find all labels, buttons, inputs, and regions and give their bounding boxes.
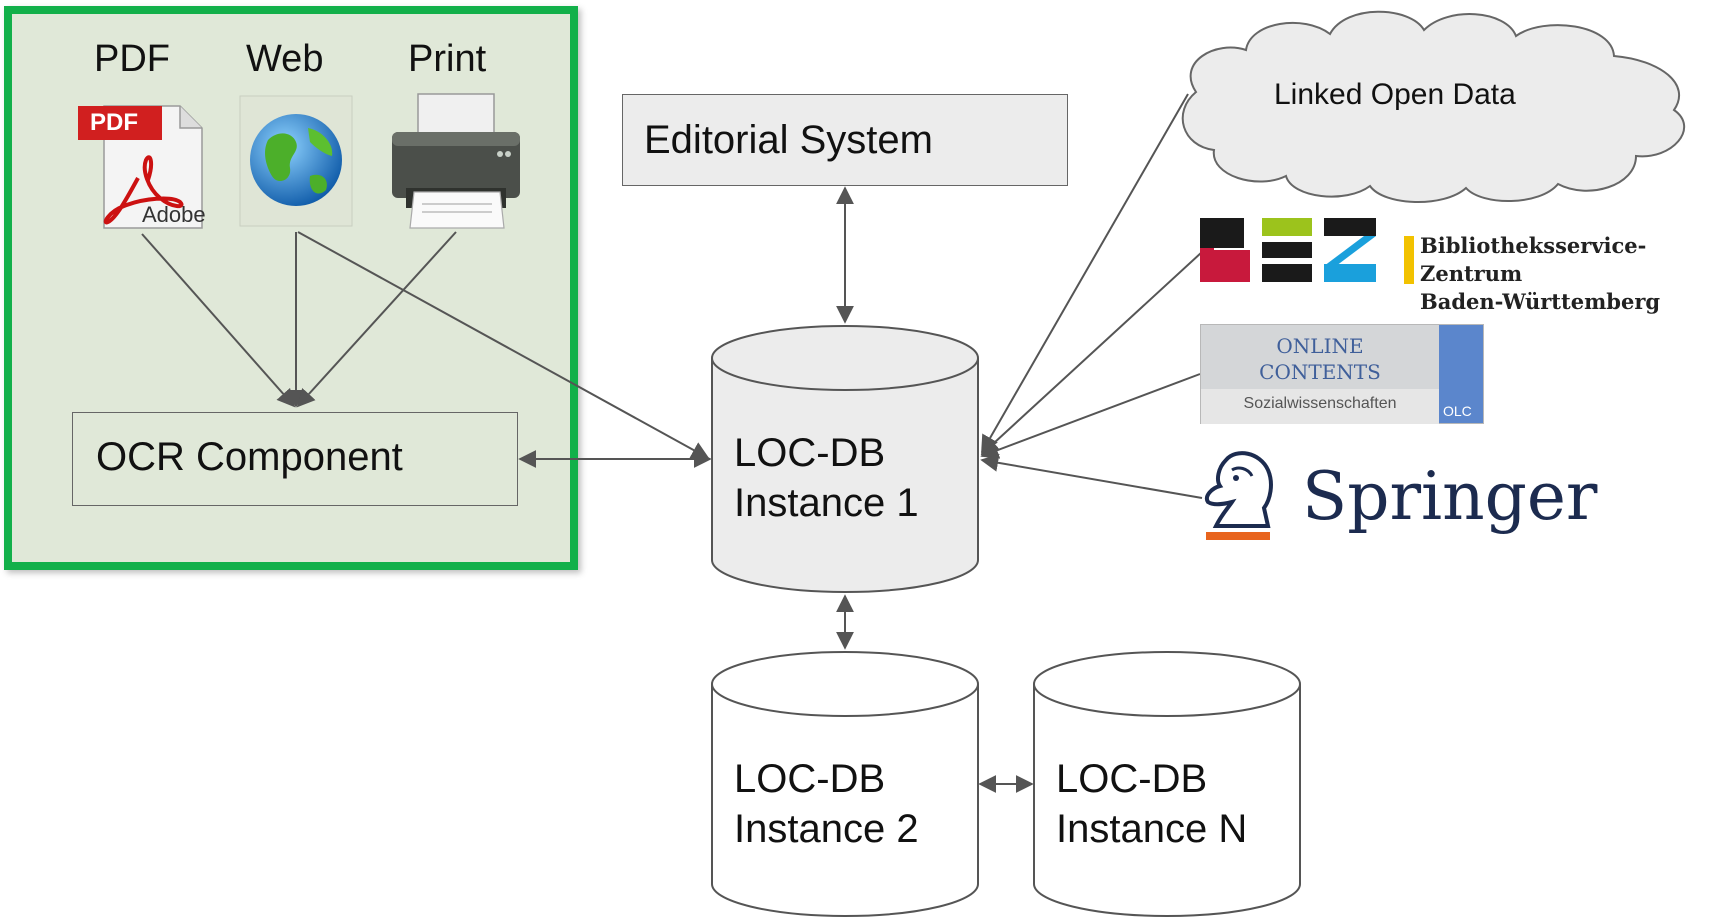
pdf-label: PDF — [94, 38, 170, 80]
globe-icon — [238, 94, 354, 228]
ocr-component-box — [72, 412, 518, 506]
springer-to-db1-arrow — [980, 453, 1203, 499]
bsz-divider — [1404, 236, 1414, 284]
olc-subtitle-band — [1201, 389, 1439, 424]
db-instance-1-label: LOC-DB Instance 1 — [734, 428, 919, 528]
bsz-name-line1: Bibliotheksservice-Zentrum — [1420, 233, 1647, 286]
lod-to-db1-arrow — [981, 93, 1189, 454]
db-instance-2-line1: LOC-DB — [734, 757, 886, 801]
olc-to-db1-arrow — [980, 373, 1201, 459]
printer-icon — [388, 92, 526, 232]
bsz-name-line2: Baden-Württemberg — [1420, 289, 1661, 314]
bsz-to-db1-arrow — [980, 251, 1203, 456]
editorial-system-box — [622, 94, 1068, 186]
ocr-component-label: OCR Component — [96, 435, 403, 479]
linked-open-data-label: Linked Open Data — [1274, 78, 1516, 111]
db-instance-1-line2: Instance 1 — [734, 481, 919, 525]
bsz-logo — [1200, 210, 1380, 290]
db-instance-n-line1: LOC-DB — [1056, 757, 1208, 801]
springer-horse-icon — [1202, 448, 1280, 544]
db-instance-1-cylinder — [711, 325, 979, 593]
db-instance-1-line1: LOC-DB — [734, 431, 886, 475]
print-to-ocr-arrow — [296, 231, 457, 408]
olc-title-line2: CONTENTS — [1259, 360, 1381, 384]
db-instance-n-line2: Instance N — [1056, 807, 1248, 851]
linked-open-data-cloud — [1181, 10, 1686, 204]
editorial-system-label: Editorial System — [644, 118, 933, 162]
print-label: Print — [408, 38, 487, 80]
olc-blue-band — [1439, 325, 1483, 423]
pdf-badge-text: PDF — [90, 109, 138, 136]
db-instance-2-line2: Instance 2 — [734, 807, 919, 851]
olc-title-line1: ONLINE — [1276, 334, 1364, 358]
pdf-brand-text: Adobe — [142, 202, 206, 227]
web-to-db1-arrow — [297, 231, 710, 459]
pdf-icon: PDF Adobe — [76, 100, 206, 232]
olc-badge: OLC — [1443, 403, 1472, 419]
db-instance-2-cylinder — [711, 651, 979, 917]
db-instance-n-cylinder — [1033, 651, 1301, 917]
db-instance-2-label: LOC-DB Instance 2 — [734, 754, 919, 854]
db-instance-n-label: LOC-DB Instance N — [1056, 754, 1247, 854]
springer-wordmark: Springer — [1302, 458, 1598, 535]
olc-title: ONLINE CONTENTS — [1201, 333, 1439, 385]
web-label: Web — [246, 38, 324, 80]
olc-logo: ONLINE CONTENTS Sozialwissenschaften OLC — [1200, 324, 1484, 424]
olc-subtitle: Sozialwissenschaften — [1243, 395, 1397, 412]
pdf-to-ocr-arrow — [141, 233, 296, 408]
bsz-name: Bibliotheksservice-Zentrum Baden-Württem… — [1420, 232, 1726, 316]
